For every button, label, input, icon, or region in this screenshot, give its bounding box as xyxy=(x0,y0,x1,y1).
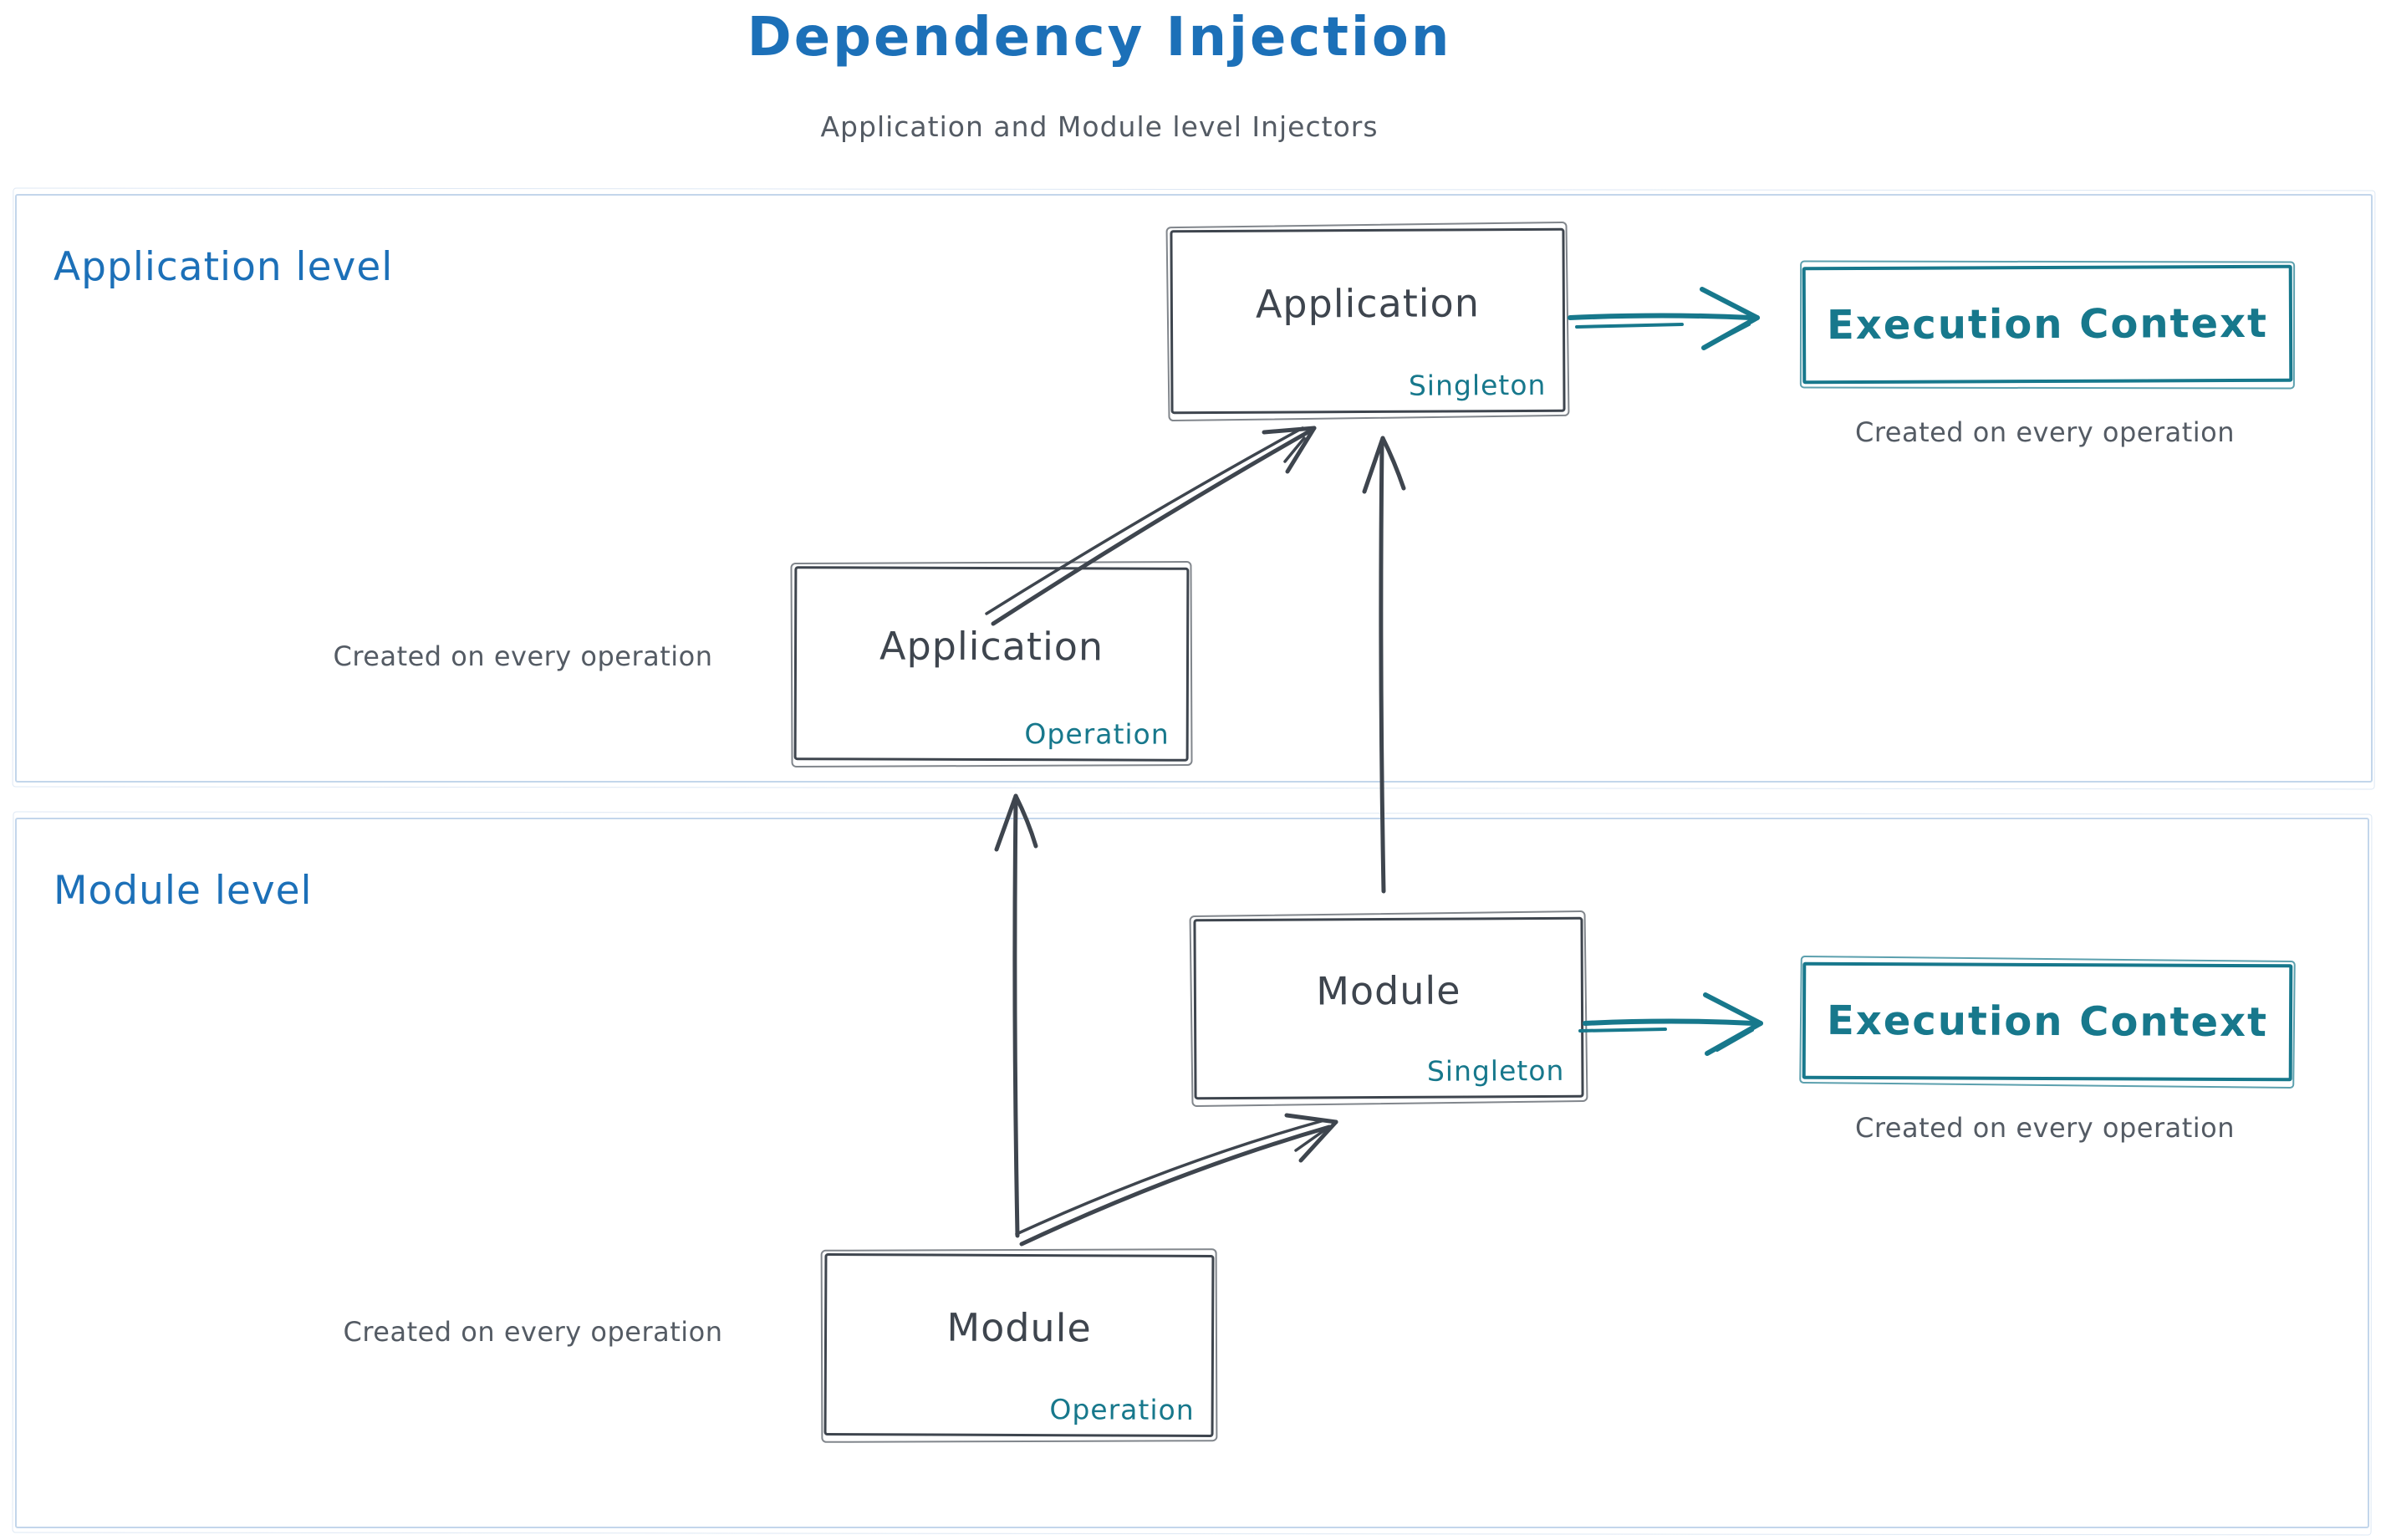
module-execution-context-note: Created on every operation xyxy=(1854,1112,2236,1144)
diagram-title: Dependency Injection xyxy=(747,7,1452,69)
module-singleton-scope-label: Singleton xyxy=(1426,1053,1565,1088)
application-execution-context-node: Execution Context xyxy=(1802,264,2293,385)
module-operation-node: Module Operation xyxy=(823,1252,1215,1438)
application-level-label: Application level xyxy=(54,244,394,290)
application-singleton-scope-label: Singleton xyxy=(1408,368,1547,402)
module-singleton-title: Module xyxy=(1316,967,1461,1014)
application-singleton-title: Application xyxy=(1255,280,1481,327)
module-level-label: Module level xyxy=(54,868,313,914)
application-execution-context-note: Created on every operation xyxy=(1854,416,2236,448)
module-operation-title: Module xyxy=(946,1304,1092,1351)
application-execution-context-label: Execution Context xyxy=(1826,299,2269,349)
application-operation-node: Application Operation xyxy=(793,566,1190,762)
module-level-container xyxy=(15,818,2369,1528)
module-operation-scope-label: Operation xyxy=(1049,1393,1195,1426)
application-singleton-node: Application Singleton xyxy=(1170,227,1566,415)
application-operation-title: Application xyxy=(879,623,1104,670)
module-operation-note: Created on every operation xyxy=(343,1316,723,1348)
diagram-subtitle: Application and Module level Injectors xyxy=(820,110,1379,143)
module-singleton-node: Module Singleton xyxy=(1193,916,1584,1100)
application-operation-note: Created on every operation xyxy=(333,640,713,672)
module-execution-context-node: Execution Context xyxy=(1802,961,2293,1082)
application-level-container xyxy=(15,194,2373,783)
module-execution-context-label: Execution Context xyxy=(1826,997,2269,1047)
application-operation-scope-label: Operation xyxy=(1024,717,1170,751)
